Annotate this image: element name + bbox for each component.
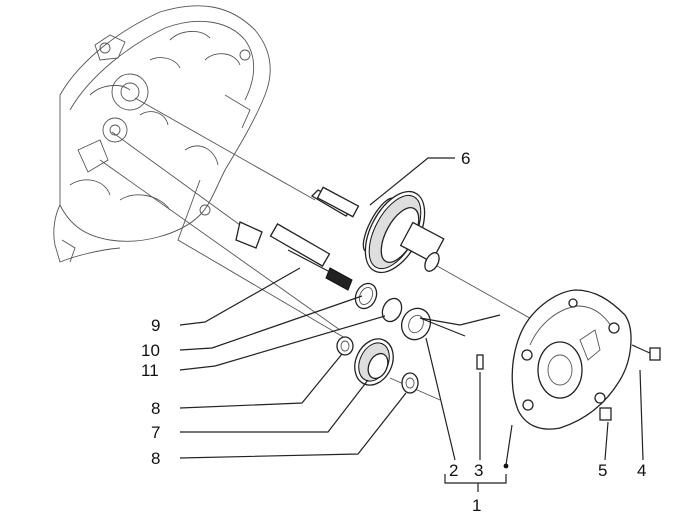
cover-housing-part	[511, 289, 632, 430]
leader-8-upper	[179, 353, 343, 409]
callout-10: 10	[141, 341, 160, 360]
callout-3: 3	[474, 461, 483, 480]
bearing-part	[400, 307, 432, 341]
leader-1-pointer	[505, 424, 513, 466]
pin-part	[599, 407, 612, 421]
leader-7	[180, 379, 369, 433]
leader-5	[604, 421, 609, 461]
callout-5: 5	[598, 461, 607, 480]
callout-1: 1	[472, 496, 481, 515]
leader-1-dot	[503, 463, 509, 469]
callout-8-lower: 8	[151, 449, 160, 468]
callout-2: 2	[449, 461, 458, 480]
dowel-pin-part	[476, 354, 484, 370]
leader-9	[179, 267, 301, 326]
countershaft-gear-part	[310, 186, 445, 274]
callout-labels: 6 9 10 11 8 7 8 2 3 5 4 1	[141, 149, 646, 515]
leader-2	[425, 337, 456, 461]
leader-10	[179, 295, 363, 351]
leader-8-lower	[179, 392, 407, 459]
callout-6: 6	[461, 149, 470, 168]
bolt-part	[631, 344, 661, 361]
callout-7: 7	[151, 423, 160, 442]
leader-6	[369, 157, 455, 206]
callout-9: 9	[151, 316, 160, 335]
small-gear-part	[354, 338, 394, 386]
bushing-upper-part	[336, 336, 354, 356]
leader-11	[179, 315, 386, 371]
bushing-lower-part	[401, 372, 419, 394]
leader-cover-hint	[419, 314, 501, 337]
callout-8-upper: 8	[151, 399, 160, 418]
leader-4	[639, 369, 644, 461]
callout-4: 4	[637, 461, 646, 480]
circlip-parts	[354, 282, 403, 323]
engine-casing	[53, 5, 271, 263]
leader-lines	[179, 157, 644, 492]
axis-lines	[99, 97, 561, 401]
assembly-bracket	[444, 474, 507, 484]
callout-11: 11	[141, 361, 159, 380]
drive-shaft-part	[235, 221, 353, 291]
